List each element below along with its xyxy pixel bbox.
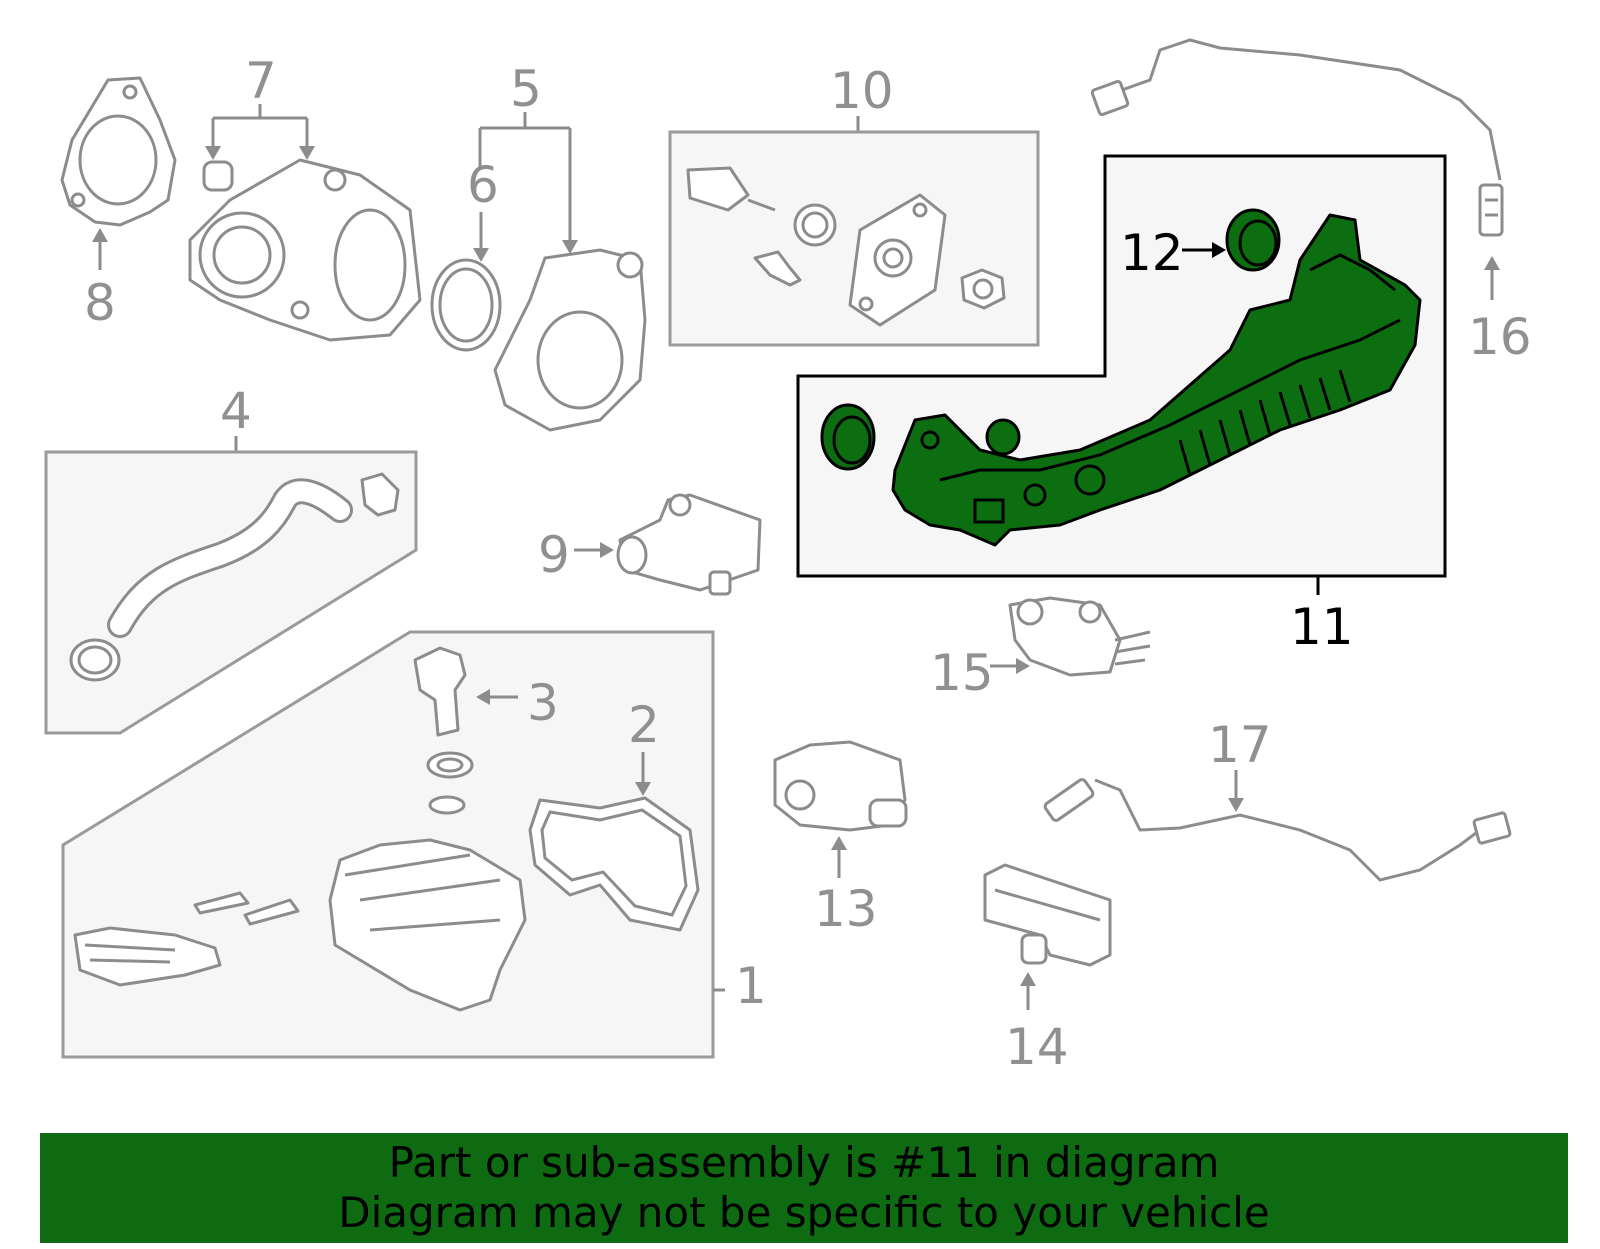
- part-11-egr-cooler[interactable]: [820, 213, 1422, 547]
- box-4: [44, 450, 418, 735]
- part-8-gasket[interactable]: [60, 76, 177, 227]
- info-banner: Part or sub-assembly is #11 in diagram D…: [40, 1133, 1568, 1243]
- part-5-water-pump[interactable]: [493, 248, 647, 432]
- callout-15: 15: [930, 644, 994, 702]
- part-2-cover-gasket[interactable]: [528, 796, 700, 932]
- callout-1: 1: [735, 957, 767, 1015]
- part-4-hose[interactable]: [69, 472, 400, 682]
- part-7-throttle-body[interactable]: [188, 158, 422, 342]
- banner-line-1: Part or sub-assembly is #11 in diagram: [388, 1138, 1220, 1187]
- box-10: [668, 130, 1040, 347]
- part-3-pcv-valve[interactable]: [413, 646, 474, 815]
- part-14-sensor-module[interactable]: [983, 863, 1112, 967]
- bracket-7: [211, 104, 309, 150]
- part-9-map-sensor[interactable]: [616, 493, 762, 596]
- callout-12: 12: [1120, 224, 1184, 282]
- part-13-thermostat-housing[interactable]: [773, 740, 908, 832]
- bracket-5: [480, 112, 572, 245]
- part-16-oxygen-sensor[interactable]: [1090, 38, 1504, 237]
- callout-9: 9: [538, 526, 570, 584]
- callout-16: 16: [1468, 308, 1532, 366]
- part-1-valve-cover[interactable]: [73, 838, 527, 1012]
- callout-10: 10: [830, 62, 894, 120]
- part-15-solenoid-valve[interactable]: [1008, 596, 1151, 677]
- callout-2: 2: [628, 696, 660, 754]
- callout-6: 6: [467, 156, 499, 214]
- callout-3: 3: [527, 674, 559, 732]
- part-12-seal[interactable]: [1225, 208, 1281, 272]
- banner-line-2: Diagram may not be specific to your vehi…: [338, 1188, 1270, 1237]
- callout-4: 4: [220, 382, 252, 440]
- part-10-kit[interactable]: [686, 166, 1006, 327]
- callout-14: 14: [1005, 1018, 1069, 1076]
- callout-13: 13: [814, 880, 878, 938]
- callout-5: 5: [510, 60, 542, 118]
- callout-11: 11: [1290, 598, 1354, 656]
- part-17-oxygen-sensor[interactable]: [1043, 778, 1512, 882]
- callout-7: 7: [245, 52, 277, 110]
- callout-17: 17: [1208, 716, 1272, 774]
- part-6-o-ring[interactable]: [430, 258, 502, 352]
- callout-8: 8: [84, 274, 116, 332]
